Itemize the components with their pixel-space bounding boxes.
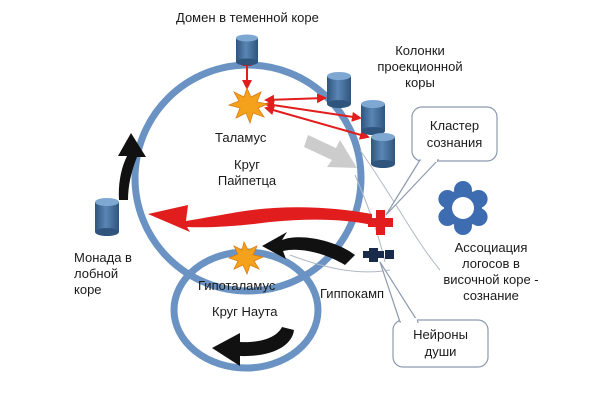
- grey-arrow: [304, 135, 357, 168]
- flower-gear-icon: [438, 181, 488, 235]
- label-consciousness-cluster: Кластер сознания: [426, 118, 483, 150]
- cylinder-icon-column-1: [327, 72, 351, 108]
- cylinder-icon-frontal-monad: [95, 198, 119, 236]
- cylinder-icon-column-3: [371, 133, 395, 168]
- black-arrow-hippocampus: [262, 232, 355, 265]
- cylinder-icon-column-2: [361, 100, 385, 135]
- dark-blue-cross-icon: [363, 248, 394, 262]
- label-logos-association: Ассоциация логосов в височной коре - соз…: [443, 240, 539, 303]
- black-arrow-left: [118, 133, 146, 200]
- label-hippocampus: Гиппокамп: [320, 286, 385, 301]
- black-arrow-nauta: [212, 327, 294, 366]
- cylinder-icon-parietal-domain: [236, 34, 258, 66]
- starburst-icon-thalamus: [227, 86, 270, 125]
- red-cross-icon: [368, 210, 393, 235]
- label-thalamus: Таламус: [215, 130, 267, 145]
- label-papez-circuit: Круг Пайпетца: [217, 157, 277, 188]
- label-hypothalamus: Гипоталамус: [198, 278, 276, 293]
- starburst-icon-hypothalamus: [227, 240, 265, 276]
- label-parietal-domain: Домен в теменной коре: [176, 10, 319, 25]
- label-nauta-circuit: Круг Наута: [212, 304, 278, 319]
- cluster-callout-box: [385, 106, 498, 216]
- label-frontal-monad: Монада в лобной коре: [74, 250, 132, 297]
- label-projection-columns: Колонки проекционной коры: [377, 43, 463, 90]
- red-curved-arrow: [148, 205, 372, 232]
- label-soul-neurons: Нейроны души: [413, 327, 468, 359]
- soul-neurons-callout-box: [379, 261, 489, 368]
